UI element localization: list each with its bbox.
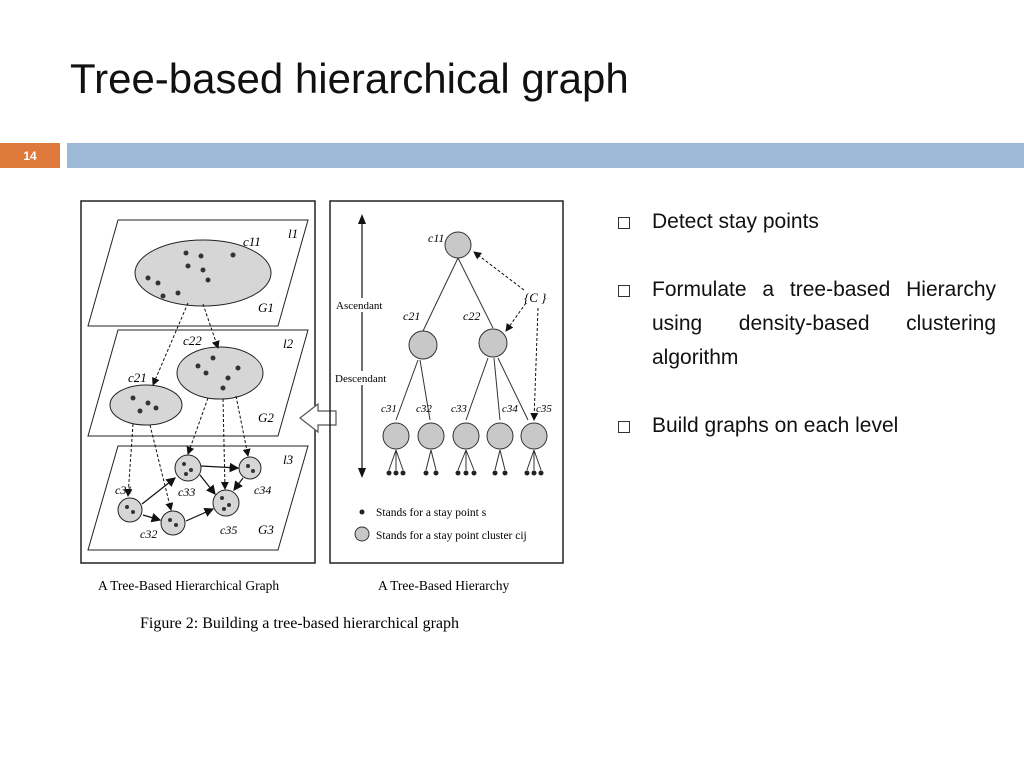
node-label-c11: c11 [243,234,261,249]
level-label-l1: l1 [288,226,298,241]
tree-node-c22 [478,328,508,358]
page-number: 14 [0,143,60,168]
node-label-c32: c32 [140,527,157,541]
right-panel-frame [329,200,564,564]
tree-node-c21 [408,330,438,360]
tree-node-c33 [452,422,480,450]
set-label: {C } [524,290,547,305]
figure: c11 l1 G1 c21 c22 l2 G2 c31 c32 c33 c34 [78,198,568,638]
tree-label-c21: c21 [403,309,420,323]
level-label-l2: l2 [283,336,294,351]
graph-label-g1: G1 [258,300,274,315]
cluster-c11 [134,239,272,307]
tree-label-c35: c35 [536,403,552,415]
graph-label-g2: G2 [258,410,274,425]
bullet-text: Formulate a tree-based Hierarchy using d… [652,278,996,369]
right-panel-label: A Tree-Based Hierarchy [378,578,509,593]
node-label-c34: c34 [254,483,271,497]
node-label-c35: c35 [220,523,237,537]
header-bar [67,143,1024,168]
node-label-c31: c31 [115,483,132,497]
bullet-square-icon [618,285,630,297]
tree-label-c33: c33 [451,403,467,415]
left-panel-frame [80,200,316,564]
up-arrow-icon [358,214,366,224]
bullet-square-icon [618,421,630,433]
tree-label-c32: c32 [416,403,432,415]
legend-point-icon [359,509,365,515]
cluster-c32 [160,510,186,536]
legend-cluster-text: Stands for a stay point cluster cij [376,530,527,542]
bullet-item: Detect stay points [618,205,996,239]
tree-node-c31 [382,422,410,450]
node-label-c33: c33 [178,485,195,499]
cluster-c22 [176,346,264,400]
node-label-c22: c22 [183,333,202,348]
panel-arrow-icon [299,402,337,434]
bullet-item: Formulate a tree-based Hierarchy using d… [618,273,996,375]
level-label-l3: l3 [283,452,294,467]
tree-label-c11: c11 [428,231,444,245]
tree-node-c11 [444,231,472,259]
ascendant-label: Ascendant [336,300,382,312]
bullet-list: Detect stay points Formulate a tree-base… [618,205,996,477]
cluster-c21 [109,384,183,426]
graph-label-g3: G3 [258,522,274,537]
bullet-item: Build graphs on each level [618,409,996,443]
tree-node-c35 [520,422,548,450]
tree-label-c31: c31 [381,403,397,415]
legend-cluster-icon [354,526,370,542]
descendant-label: Descendant [335,373,386,385]
tree-label-c34: c34 [502,403,518,415]
bullet-square-icon [618,217,630,229]
bullet-text: Build graphs on each level [652,414,899,437]
legend-point-text: Stands for a stay point s [376,507,487,519]
left-panel-label: A Tree-Based Hierarchical Graph [98,578,279,593]
node-label-c21: c21 [128,370,147,385]
slide-title: Tree-based hierarchical graph [70,55,629,102]
figure-diagram: c11 l1 G1 c21 c22 l2 G2 c31 c32 c33 c34 [80,200,564,632]
cluster-c31 [117,497,143,523]
tree-node-c34 [486,422,514,450]
tree-node-c32 [417,422,445,450]
down-arrow-icon [358,468,366,478]
cluster-c34 [238,456,262,480]
bullet-text: Detect stay points [652,210,819,233]
figure-caption: Figure 2: Building a tree-based hierarch… [140,615,459,632]
cluster-c33 [174,454,202,482]
tree-label-c22: c22 [463,309,480,323]
cluster-c35 [212,489,240,517]
